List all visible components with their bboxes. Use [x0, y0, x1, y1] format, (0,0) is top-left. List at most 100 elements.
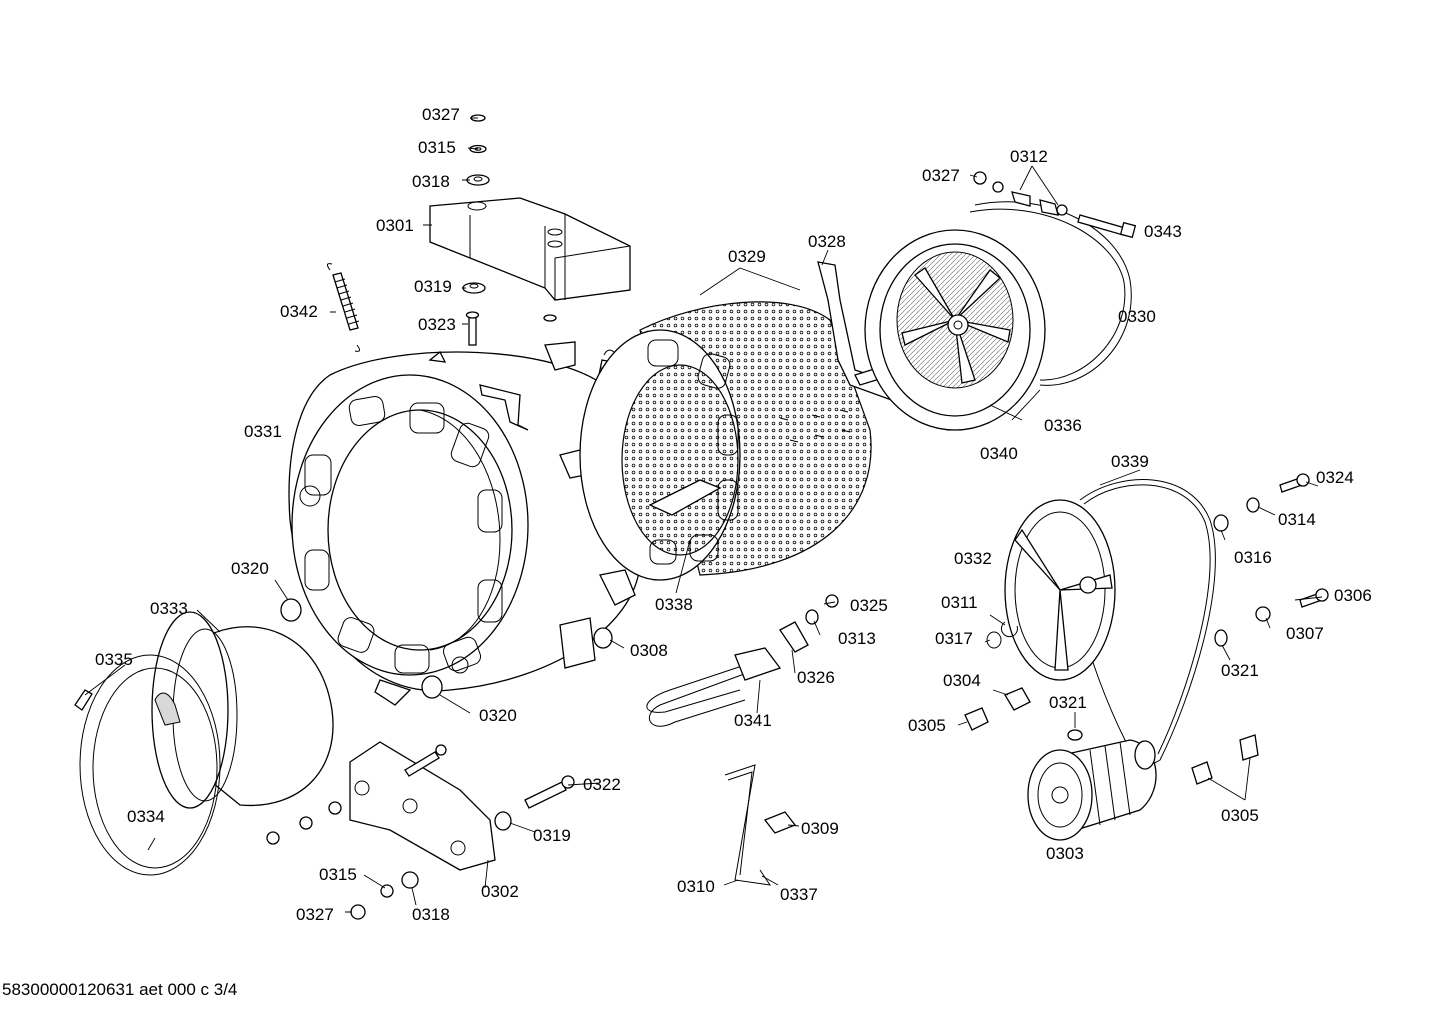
- callout: 0315: [418, 138, 456, 157]
- callout: 0305: [908, 716, 946, 735]
- callout: 0320: [231, 559, 269, 578]
- callout: 0323: [418, 315, 456, 334]
- bolt-0324: [1279, 473, 1310, 493]
- callout: 0308: [630, 641, 668, 660]
- callout: 0327: [922, 166, 960, 185]
- drum-pulley-0332: [1004, 499, 1116, 681]
- spring-anchor: [543, 314, 557, 322]
- callout: 0324: [1316, 468, 1354, 487]
- callout: 0339: [1111, 452, 1149, 471]
- bracket-0326: [779, 621, 809, 653]
- nozzle-0308: [559, 617, 613, 669]
- callout: 0331: [244, 422, 282, 441]
- grommet-0320-left: [280, 598, 302, 622]
- heater-element-0341: [646, 647, 782, 727]
- damper-mount-0305-right: [1191, 734, 1259, 785]
- belt-0339: [1079, 479, 1216, 765]
- nut-0327-pulley: [973, 171, 1004, 193]
- callout: 0307: [1286, 624, 1324, 643]
- support-0319-front: [494, 811, 512, 831]
- washer-0313: [805, 609, 819, 625]
- callout: 0312: [1010, 147, 1048, 166]
- callout: 0337: [780, 885, 818, 904]
- callout: 0330: [1118, 307, 1156, 326]
- nut-0307: [1255, 606, 1271, 622]
- bolt-0306: [1299, 588, 1329, 608]
- callout: 0326: [797, 668, 835, 687]
- callout: 0319: [533, 826, 571, 845]
- rear-tub-0331: [288, 341, 641, 706]
- callout: 0311: [941, 593, 978, 612]
- circlip-0311: [1001, 621, 1018, 638]
- callout: 0314: [1278, 510, 1316, 529]
- drum-0329: [579, 301, 872, 581]
- counterweight-top-0301: [429, 197, 631, 301]
- callout: 0340: [980, 444, 1018, 463]
- washer-0318-top: [466, 174, 490, 186]
- clamp-ring-0334: [74, 654, 221, 876]
- washer-0321-motor: [1067, 729, 1083, 741]
- washer-front-2: [299, 816, 313, 830]
- clip-0312: [1011, 191, 1068, 216]
- callout: 0302: [481, 882, 519, 901]
- clip-0309: [763, 811, 797, 834]
- washer-0318-front: [401, 871, 419, 889]
- ring-0317: [986, 631, 1002, 649]
- support-0319-top: [462, 282, 486, 294]
- pulley-0336: [864, 229, 1046, 431]
- washer-0316: [1213, 514, 1229, 532]
- nut-0325: [825, 594, 839, 608]
- callout: 0327: [422, 105, 460, 124]
- bolt-0343: [1077, 214, 1137, 239]
- callout: 0304: [943, 671, 981, 690]
- motor-0303: [1027, 739, 1157, 841]
- callout: 0315: [319, 865, 357, 884]
- washer-front-3: [328, 801, 342, 815]
- callout: 0334: [127, 807, 165, 826]
- callout: 0338: [655, 595, 693, 614]
- callout-labels: 0327 0315 0318 0301 0319 0323 0342 0331 …: [95, 105, 1372, 924]
- callout: 0310: [677, 877, 715, 896]
- leader-lines: [84, 117, 1323, 913]
- washer-0314: [1246, 497, 1260, 513]
- callout: 0318: [412, 905, 450, 924]
- callout: 0335: [95, 650, 133, 669]
- ring-0330: [969, 201, 1132, 386]
- bellows-0333: [151, 611, 334, 809]
- callout: 0325: [850, 596, 888, 615]
- callout: 0332: [954, 549, 992, 568]
- drawing-reference-number: 58300000120631 aet 000 c 3/4: [2, 980, 238, 999]
- callout: 0303: [1046, 844, 1084, 863]
- callout: 0327: [296, 905, 334, 924]
- bolt-0323: [465, 311, 480, 346]
- washer-0315-front: [380, 884, 394, 898]
- callout: 0317: [935, 629, 973, 648]
- callout: 0319: [414, 277, 452, 296]
- callout: 0321: [1049, 693, 1087, 712]
- bushing-0305-left: [964, 707, 989, 731]
- callout: 0343: [1144, 222, 1182, 241]
- callout: 0313: [838, 629, 876, 648]
- bolt-front-upper: [404, 744, 447, 777]
- washer-front-1: [266, 831, 280, 845]
- clamp-0310-0337: [724, 764, 772, 886]
- counterweight-front-0302: [349, 741, 496, 871]
- callout: 0318: [412, 172, 450, 191]
- callout: 0342: [280, 302, 318, 321]
- callout: 0328: [808, 232, 846, 251]
- spring-0342: [326, 263, 361, 352]
- callout: 0341: [734, 711, 772, 730]
- callout: 0336: [1044, 416, 1082, 435]
- nut-0327-front: [350, 904, 366, 920]
- callout: 0321: [1221, 661, 1259, 680]
- callout: 0333: [150, 599, 188, 618]
- callout: 0320: [479, 706, 517, 725]
- callout: 0301: [376, 216, 414, 235]
- washer-0321-right: [1214, 629, 1228, 647]
- bolt-0322: [524, 775, 575, 809]
- callout: 0322: [583, 775, 621, 794]
- grommet-0320-bottom: [421, 675, 443, 699]
- bushing-0304: [1004, 687, 1031, 711]
- callout: 0329: [728, 247, 766, 266]
